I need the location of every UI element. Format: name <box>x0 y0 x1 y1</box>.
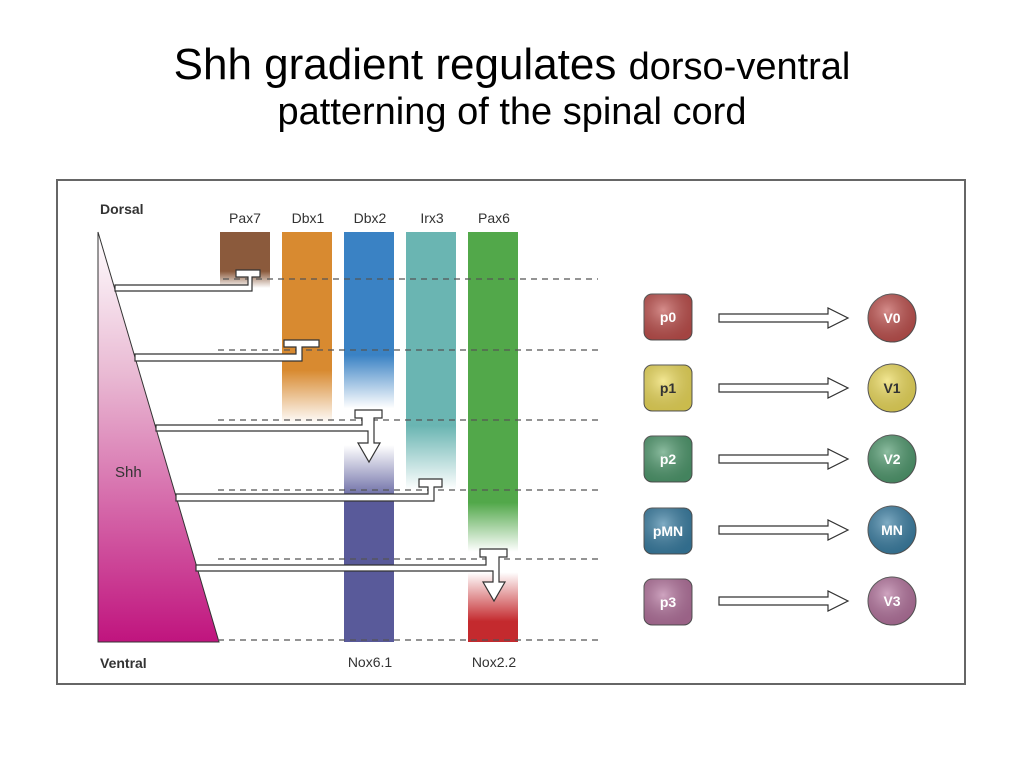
neuron-circle-mn-shade <box>868 506 916 554</box>
title-part-1: Shh gradient regulates <box>173 40 629 89</box>
gene-label-nox22: Nox2.2 <box>472 654 517 670</box>
gene-label-dbx2: Dbx2 <box>354 210 387 226</box>
arrow-p0-v0 <box>718 307 850 329</box>
progenitor-box-p0-shade <box>644 294 692 340</box>
figure-panel: Dorsal Ventral Shh Pax7 Dbx1 Dbx2 Irx3 P… <box>56 179 966 685</box>
title-line-2: patterning of the spinal cord <box>277 90 747 133</box>
progenitor-box-p3-shade <box>644 579 692 625</box>
progenitor-label-p2: p2 <box>660 451 677 467</box>
gene-label-pax7: Pax7 <box>229 210 261 226</box>
domain-boundaries <box>218 278 598 641</box>
neuron-label-mn: MN <box>881 522 903 538</box>
gene-label-dbx1: Dbx1 <box>292 210 325 226</box>
title-part-2: dorso-ventral <box>628 46 851 88</box>
progenitor-box-pmn-shade <box>644 508 692 554</box>
domain-row-pmn: pMN MN <box>643 505 917 555</box>
progenitor-box-p1-shade <box>644 365 692 411</box>
repression-arrow-pax6 <box>195 548 508 603</box>
domain-row-p3: p3 V3 <box>643 576 917 626</box>
arrow-p3-v3 <box>718 590 850 612</box>
gene-label-pax6: Pax6 <box>478 210 510 226</box>
progenitor-label-p0: p0 <box>660 309 677 325</box>
title-line-1: Shh gradient regulates dorso-ventral <box>0 40 1024 91</box>
domain-row-p2: p2 V2 <box>643 434 917 484</box>
neuron-circle-v2-shade <box>868 435 916 483</box>
neuron-label-v3: V3 <box>883 593 900 609</box>
neuron-label-v1: V1 <box>883 380 900 396</box>
repression-arrow-dbx2 <box>155 409 383 464</box>
neuron-label-v2: V2 <box>883 451 900 467</box>
domain-row-p1: p1 V1 <box>643 363 917 413</box>
gene-label-nox61: Nox6.1 <box>348 654 393 670</box>
neuron-circle-v3-shade <box>868 577 916 625</box>
neuron-label-v0: V0 <box>883 310 900 326</box>
dorsal-label: Dorsal <box>100 201 144 217</box>
slide-title: Shh gradient regulates dorso-ventral pat… <box>0 40 1024 134</box>
repression-arrow-pax7 <box>114 269 261 292</box>
progenitor-label-p1: p1 <box>660 380 677 396</box>
progenitor-box-p2-shade <box>644 436 692 482</box>
domain-row-p0: p0 V0 <box>643 293 917 343</box>
dbx1-expression-bar <box>282 232 332 424</box>
progenitor-label-p3: p3 <box>660 594 677 610</box>
irx3-expression-bar <box>406 232 456 490</box>
shh-label: Shh <box>115 464 142 481</box>
arrow-p1-v1 <box>718 377 850 399</box>
gene-label-irx3: Irx3 <box>420 210 444 226</box>
patterning-diagram: Dorsal Ventral Shh Pax7 Dbx1 Dbx2 Irx3 P… <box>97 201 917 671</box>
arrow-p2-v2 <box>718 448 850 470</box>
neuron-circle-v1-shade <box>868 364 916 412</box>
shh-gradient-triangle <box>97 231 220 643</box>
arrow-pmn-mn <box>718 519 850 541</box>
neuron-circle-v0-shade <box>868 294 916 342</box>
progenitor-label-pmn: pMN <box>653 523 683 539</box>
repression-arrow-irx3 <box>175 478 443 502</box>
repression-arrow-dbx1 <box>134 339 320 362</box>
ventral-label: Ventral <box>100 655 147 671</box>
